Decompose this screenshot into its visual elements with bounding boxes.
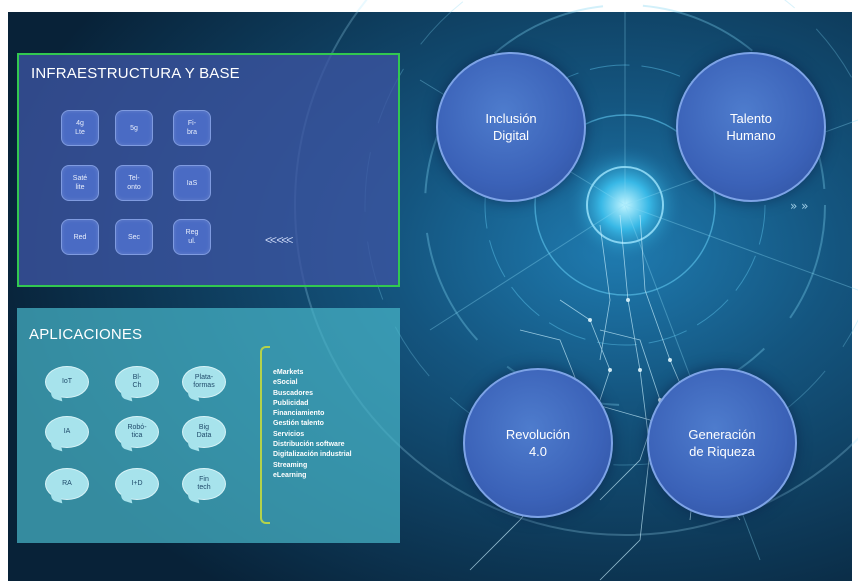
list-item: Servicios — [273, 430, 305, 438]
ring — [424, 4, 826, 406]
bubble-ia: IA — [45, 416, 89, 448]
circle-inclusion-digital: Inclusión Digital — [436, 52, 586, 202]
bubble-id: I+D — [115, 468, 159, 500]
tile-fibra: Fi- bra — [173, 110, 211, 146]
ring — [534, 114, 716, 296]
glow-core — [565, 145, 685, 265]
bubble-robotica: Robó- tica — [115, 416, 159, 448]
bubble-plataformas: Plata- formas — [182, 366, 226, 398]
list-item: eSocial — [273, 379, 298, 387]
infrastructure-panel: INFRAESTRUCTURA Y BASE 4g Lte 5g Fi- bra… — [17, 53, 400, 287]
tile-regul: Reg ul. — [173, 219, 211, 255]
bubble-iot: IoT — [45, 366, 89, 398]
ring — [484, 64, 766, 346]
tile-4g-lte: 4g Lte — [61, 110, 99, 146]
chevron-left-icon: << <<< — [265, 233, 293, 247]
chevron-right-icon: » » — [790, 199, 809, 213]
list-item: Distribución software — [273, 441, 345, 449]
bubble-big-data: Big Data — [182, 416, 226, 448]
applications-panel: APLICACIONES IoT Bl- Ch Plata- formas IA… — [17, 308, 400, 543]
bubble-ra: RA — [45, 468, 89, 500]
list-item: eMarkets — [273, 369, 304, 376]
list-item: Digitalización industrial — [273, 451, 352, 459]
bubble-fintech: Fin tech — [182, 468, 226, 500]
list-item: Streaming — [273, 461, 308, 469]
tile-sec: Sec — [115, 219, 153, 255]
list-item: Buscadores — [273, 389, 314, 397]
list-brace — [260, 346, 270, 524]
list-item: Financiamiento — [273, 410, 325, 418]
tile-5g: 5g — [115, 110, 153, 146]
list-item: Gestión talento — [273, 420, 324, 428]
circle-generacion-riqueza: Generación de Riqueza — [647, 368, 797, 518]
ring — [586, 166, 664, 244]
list-item: Publicidad — [273, 399, 309, 407]
circle-revolucion: Revolución 4.0 — [463, 368, 613, 518]
tile-ias: IaS — [173, 165, 211, 201]
applications-list: eMarkets eSocial Buscadores Publicidad F… — [273, 368, 352, 481]
tile-red: Red — [61, 219, 99, 255]
list-item: eLearning — [273, 471, 307, 479]
tile-satelite: Saté lite — [61, 165, 99, 201]
applications-title: APLICACIONES — [29, 326, 143, 343]
infrastructure-title: INFRAESTRUCTURA Y BASE — [31, 65, 240, 82]
bubble-blockchain: Bl- Ch — [115, 366, 159, 398]
tile-telonto: Tel- onto — [115, 165, 153, 201]
circle-talento-humano: Talento Humano — [676, 52, 826, 202]
